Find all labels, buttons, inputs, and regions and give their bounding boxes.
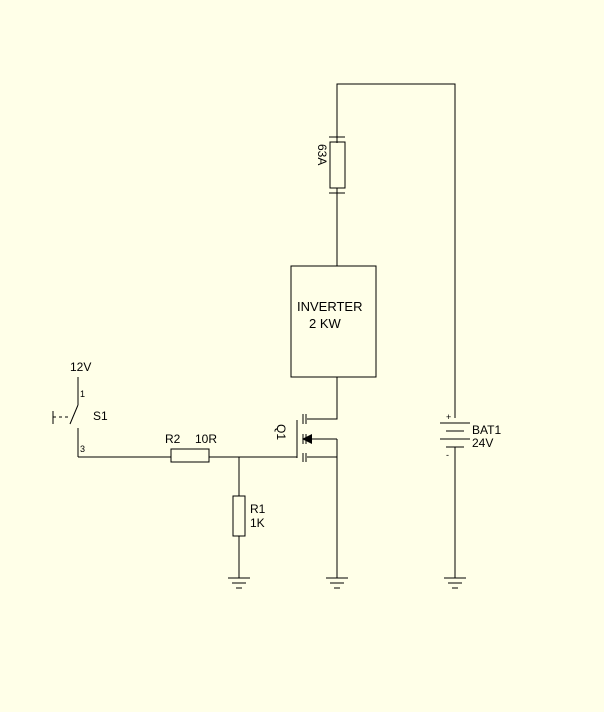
battery-name: BAT1 [472, 423, 501, 437]
supply-label: 12V [70, 360, 91, 374]
ground-battery [444, 577, 466, 589]
r1-name: R1 [250, 502, 266, 516]
switch-pin1: 1 [80, 389, 85, 399]
switch-pin3: 3 [80, 444, 85, 454]
fuse-label: 63A [315, 144, 329, 165]
resistor-r2 [170, 448, 210, 463]
battery-minus: - [446, 450, 449, 460]
switch-label: S1 [93, 409, 108, 423]
inverter-label-line2: 2 KW [309, 316, 342, 331]
inverter-label-line1: INVERTER [297, 299, 363, 314]
battery-value: 24V [472, 436, 493, 450]
q1-label: Q1 [274, 424, 288, 440]
battery-bat1 [440, 422, 470, 578]
resistor-r1 [232, 495, 246, 537]
battery-plus: + [446, 412, 451, 422]
switch-s1 [52, 377, 79, 457]
inverter-box [290, 265, 377, 378]
ground-r1 [228, 577, 250, 589]
r1-value: 1K [250, 516, 265, 530]
drain-wire [307, 377, 338, 420]
r2-name: R2 [165, 432, 181, 446]
ground-q1 [326, 577, 348, 589]
r2-value: 10R [195, 432, 217, 446]
fuse [329, 136, 346, 266]
top-wire [336, 83, 456, 418]
mosfet-q1 [296, 414, 338, 462]
